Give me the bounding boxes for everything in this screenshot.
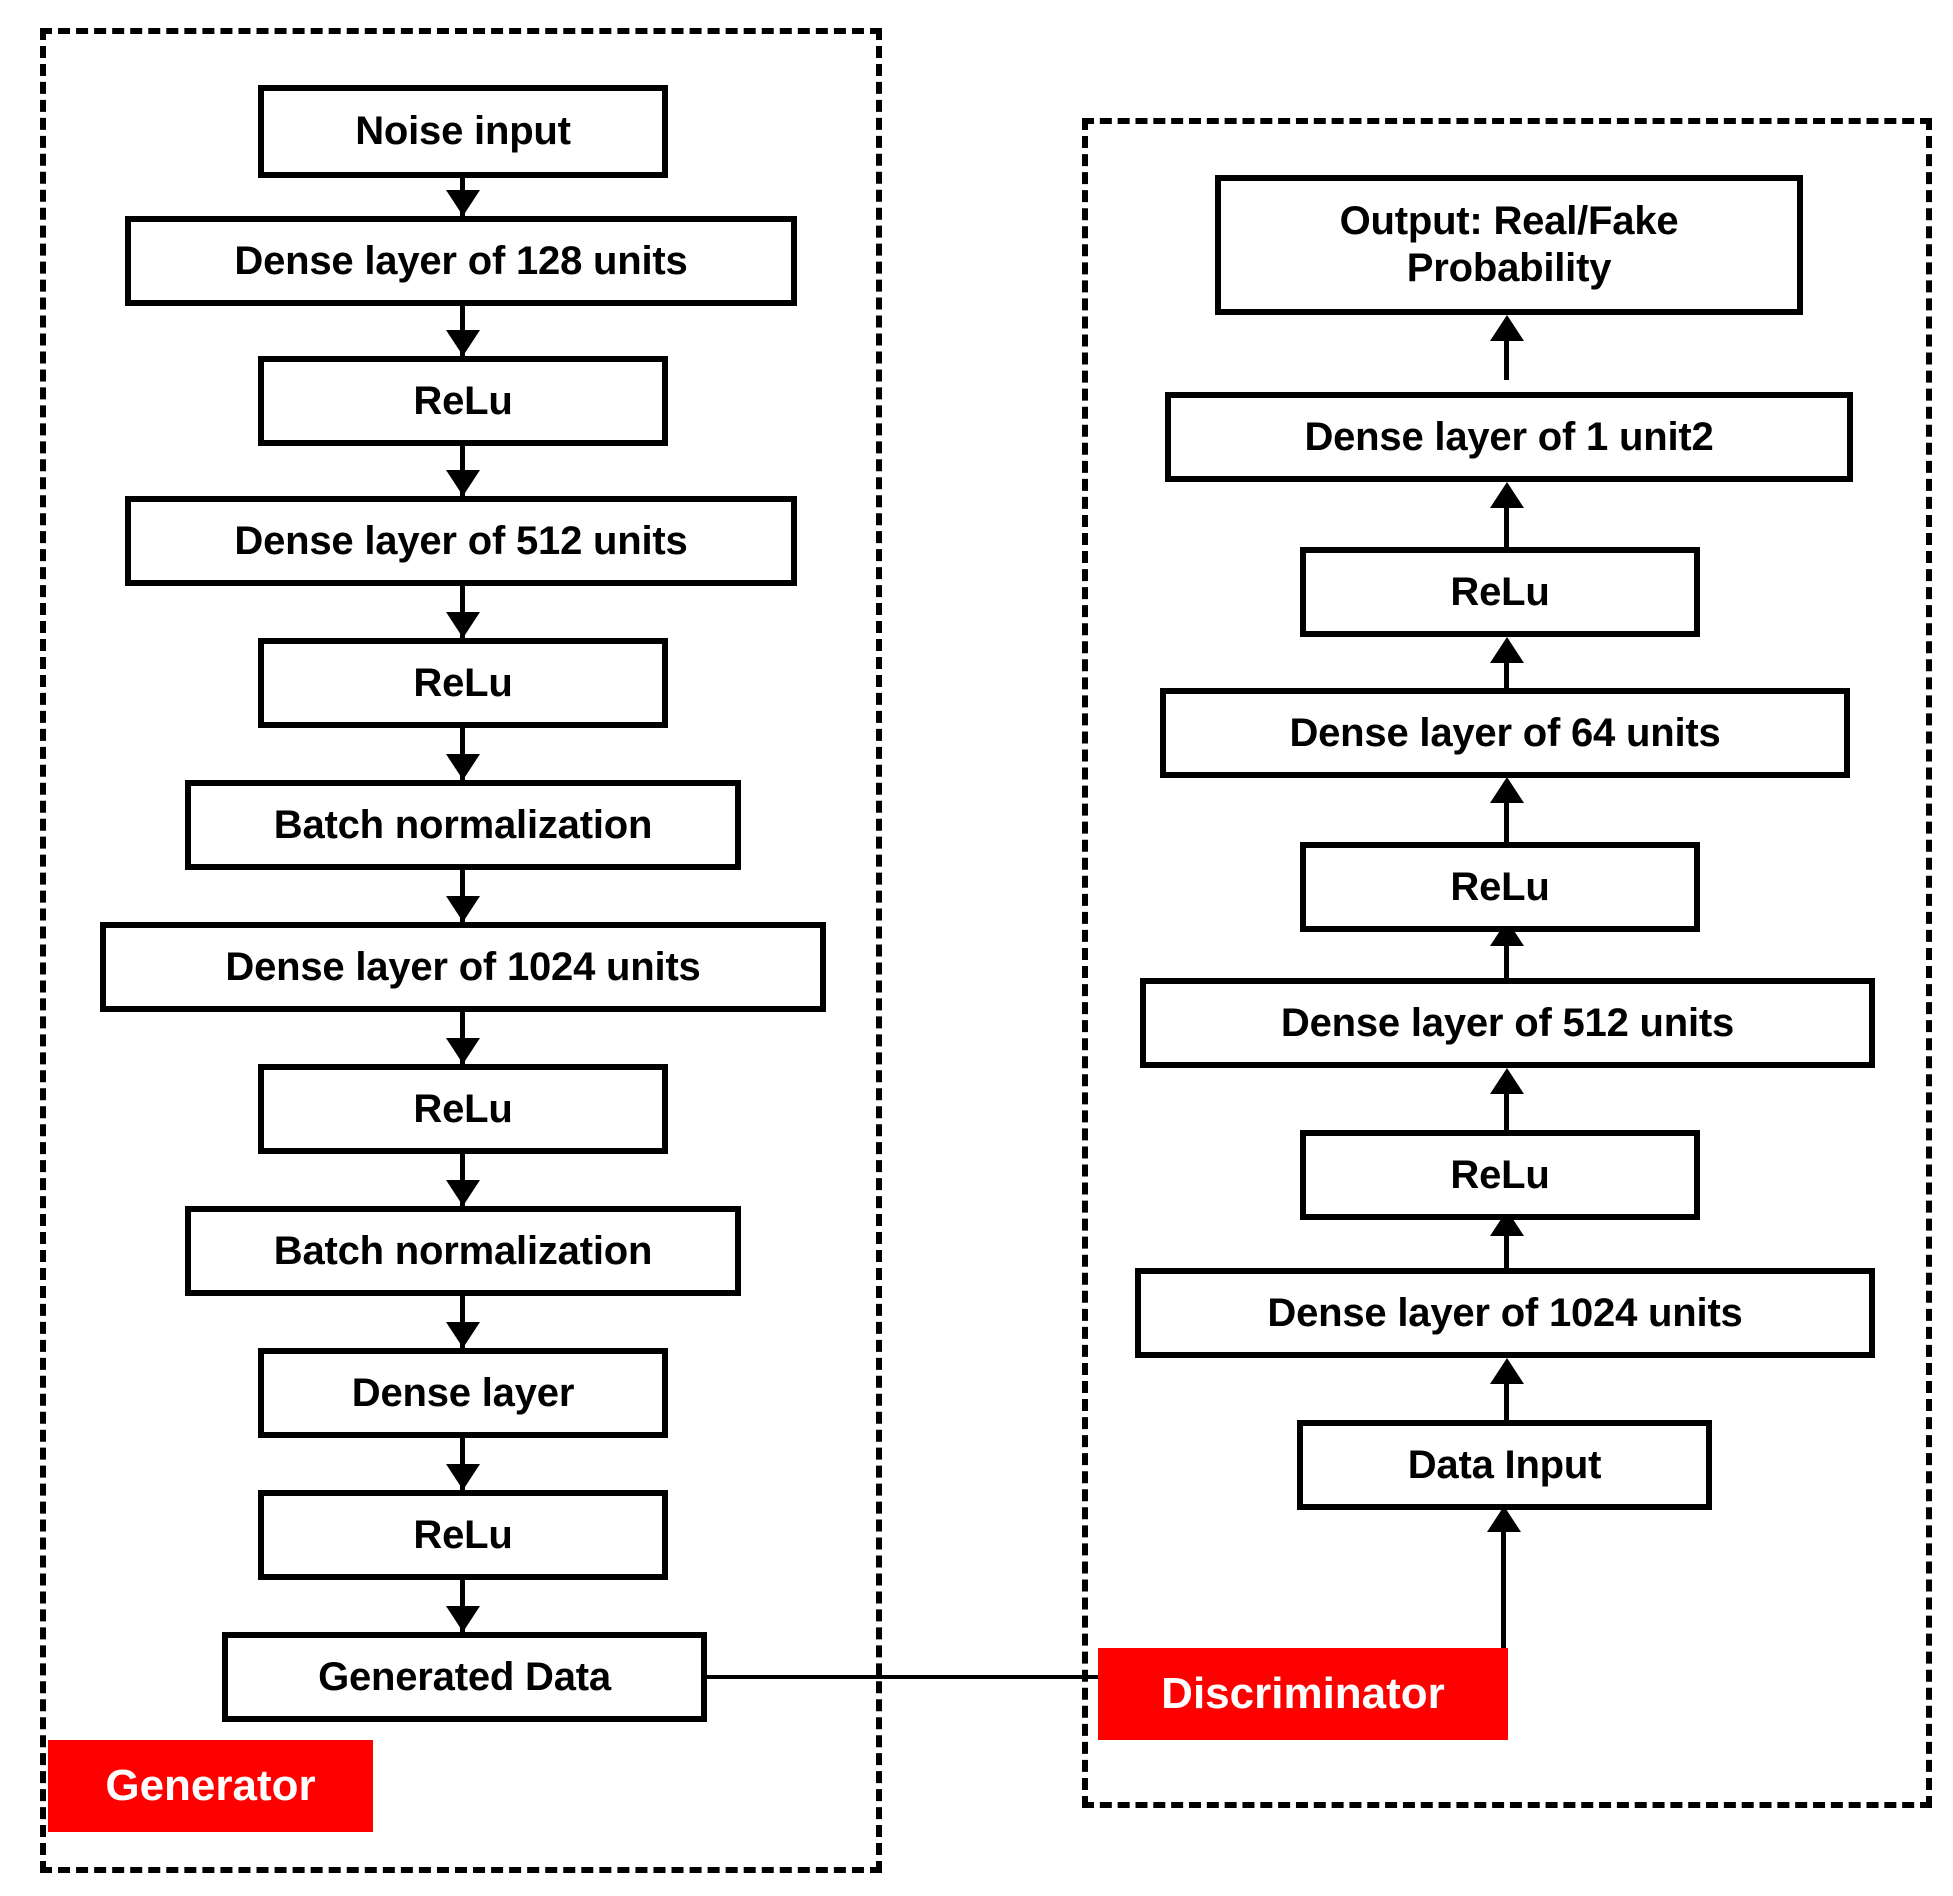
node-output-probability: Output: Real/Fake Probability <box>1215 175 1803 315</box>
arrowhead-dense1024-to-relu3 <box>446 1038 480 1064</box>
generator-group-container <box>40 28 882 1873</box>
connector-dense1024d-to-relu-d3 <box>1504 1222 1509 1274</box>
arrowhead-relu-d3-to-dense512d <box>1490 1068 1524 1094</box>
arrowhead-batchnorm1-to-dense1024 <box>446 896 480 922</box>
node-dense-1-unit2: Dense layer of 1 unit2 <box>1165 392 1853 482</box>
connector-dense1unit2-to-output <box>1504 328 1509 380</box>
discriminator-role-label: Discriminator <box>1098 1648 1508 1740</box>
node-data-input: Data Input <box>1297 1420 1712 1510</box>
node-dense-layer: Dense layer <box>258 1348 668 1438</box>
arrowhead-relu4-to-generated-data <box>446 1606 480 1632</box>
arrowhead-dense64-to-relu-d1 <box>1490 637 1524 663</box>
arrowhead-batchnorm2-to-dense-layer <box>446 1322 480 1348</box>
generator-role-label: Generator <box>48 1740 373 1832</box>
output-probability-line-2: Probability <box>1406 246 1612 290</box>
node-dense-128: Dense layer of 128 units <box>125 216 797 306</box>
node-dense-1024: Dense layer of 1024 units <box>100 922 826 1012</box>
node-relu-d2: ReLu <box>1300 842 1700 932</box>
connector-dense512d-to-relu-d2 <box>1504 932 1509 984</box>
node-dense-1024-discriminator: Dense layer of 1024 units <box>1135 1268 1875 1358</box>
node-relu-d1: ReLu <box>1300 547 1700 637</box>
node-relu-d3: ReLu <box>1300 1130 1700 1220</box>
connector-relu-d2-to-dense64 <box>1504 790 1509 842</box>
node-dense-512-discriminator: Dense layer of 512 units <box>1140 978 1875 1068</box>
connector-generated-data-to-data-input-vertical <box>1501 1527 1506 1677</box>
arrowhead-dense128-to-relu1 <box>446 330 480 356</box>
arrowhead-relu1-to-dense512 <box>446 470 480 496</box>
arrowhead-relu-d1-to-dense1unit2 <box>1490 482 1524 508</box>
arrowhead-dense-layer-to-relu4 <box>446 1464 480 1490</box>
node-relu-2: ReLu <box>258 638 668 728</box>
arrowhead-relu-d2-to-dense64 <box>1490 777 1524 803</box>
node-batchnorm-2: Batch normalization <box>185 1206 741 1296</box>
node-relu-3: ReLu <box>258 1064 668 1154</box>
node-relu-1: ReLu <box>258 356 668 446</box>
arrowhead-dense1unit2-to-output <box>1490 315 1524 341</box>
connector-relu-d3-to-dense512d <box>1504 1080 1509 1132</box>
node-dense-512: Dense layer of 512 units <box>125 496 797 586</box>
node-relu-4: ReLu <box>258 1490 668 1580</box>
connector-data-input-to-dense1024d <box>1504 1372 1509 1422</box>
arrowhead-noise-to-dense128 <box>446 190 480 216</box>
node-generated-data: Generated Data <box>222 1632 707 1722</box>
connector-dense64-to-relu-d1 <box>1504 650 1509 702</box>
node-noise-input: Noise input <box>258 85 668 178</box>
arrowhead-relu3-to-batchnorm2 <box>446 1180 480 1206</box>
connector-relu-d1-to-dense1unit2 <box>1504 495 1509 547</box>
arrowhead-dense512-to-relu2 <box>446 612 480 638</box>
node-batchnorm-1: Batch normalization <box>185 780 741 870</box>
output-probability-line-1: Output: Real/Fake <box>1339 198 1679 243</box>
arrowhead-generated-data-to-data-input <box>1487 1506 1521 1532</box>
discriminator-group-container <box>1082 118 1932 1808</box>
arrowhead-relu2-to-batchnorm1 <box>446 754 480 780</box>
node-dense-64: Dense layer of 64 units <box>1160 688 1850 778</box>
arrowhead-data-input-to-dense1024d <box>1490 1358 1524 1384</box>
